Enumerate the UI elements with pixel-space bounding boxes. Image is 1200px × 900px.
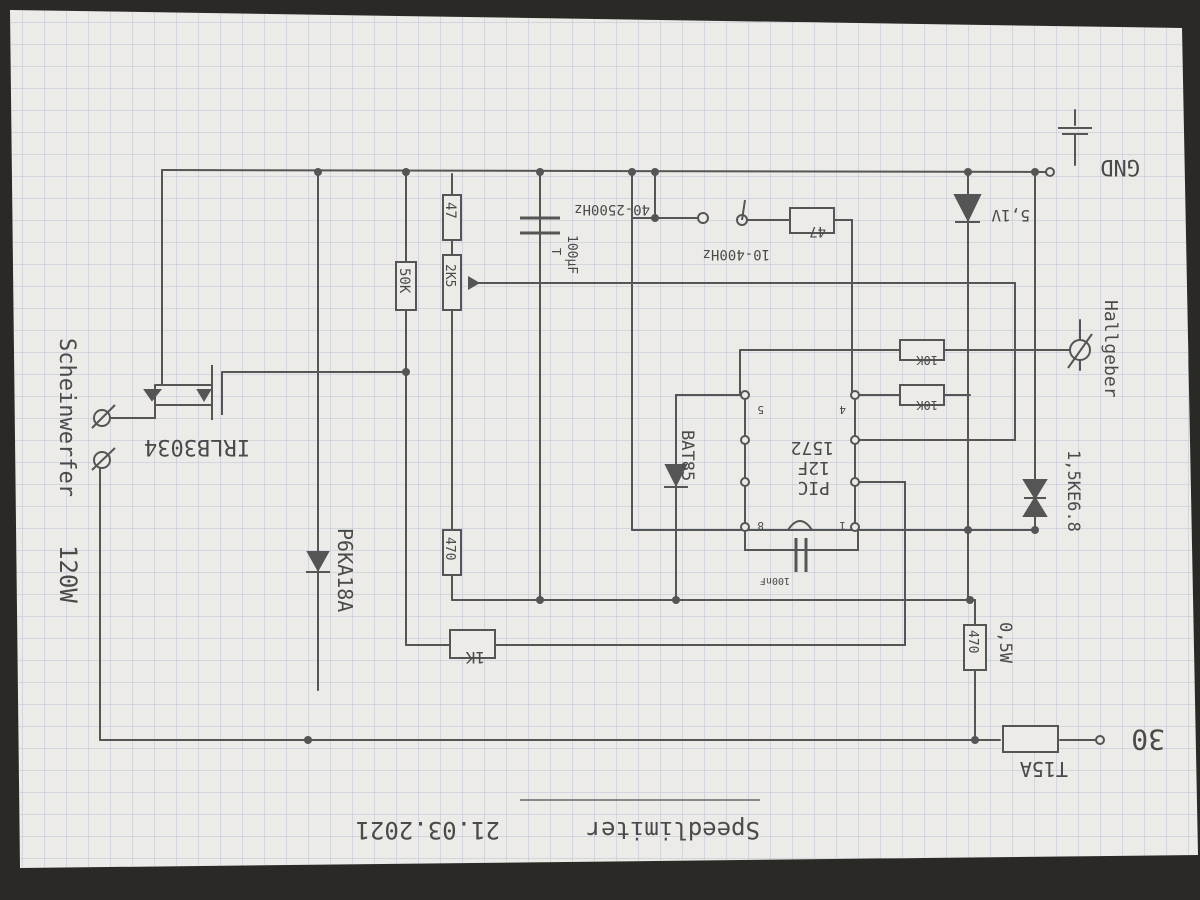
label-zener: 5,1V [991, 206, 1030, 225]
resistor-10ka-body [899, 339, 945, 361]
label-r10kb: 10K [916, 398, 938, 412]
resistor-470a-body [442, 529, 462, 576]
label-freq-low: 10-400Hz [703, 246, 770, 262]
fuse-body [1002, 725, 1059, 753]
pot-wiper-arrow [468, 276, 480, 290]
label-power: 120W [54, 545, 82, 603]
pic-pins [740, 390, 860, 532]
grid-paper [10, 10, 1198, 868]
label-r47b: 47 [809, 223, 826, 239]
label-hallgeber: Hallgeber [1100, 300, 1121, 398]
label-r10ka: 10K [916, 353, 938, 367]
label-tvs-left: P6KA18A [333, 528, 357, 612]
label-r47a: 47 [442, 202, 458, 219]
label-r2k5: 2K5 [442, 264, 457, 287]
label-cap-small: 100nF [760, 575, 790, 586]
label-power-resistor: 0,5W [995, 622, 1015, 664]
capacitor-100nf [794, 538, 808, 572]
label-pin4: 4 [839, 403, 846, 416]
label-r1k: 1K [465, 648, 485, 667]
label-diode: BAT85 [677, 430, 697, 481]
pic-notch [787, 520, 813, 531]
tvs-left [306, 551, 330, 573]
resistor-50k-body [395, 261, 417, 311]
label-mosfet: IRLB3034 [144, 434, 250, 459]
title: Speedlimiter [587, 816, 760, 844]
label-r50k: 50K [396, 268, 412, 294]
zener-5v1 [953, 194, 982, 223]
junction-dots [304, 168, 1039, 744]
resistor-bodies [395, 194, 1059, 753]
resistor-2k5-body [442, 254, 462, 311]
label-pic-line3: 1572 [791, 437, 834, 458]
label-pin1: 1 [839, 519, 846, 532]
diode-bat85 [664, 464, 688, 488]
label-plus30: 30 [1131, 723, 1165, 756]
label-pic-line1: PIC [797, 477, 830, 498]
resistor-47b-body [789, 207, 835, 234]
label-freq-high: 40-2500Hz [574, 201, 650, 217]
label-r470a: 470 [442, 537, 457, 560]
label-r470b: 470 [965, 630, 980, 653]
label-pin5: 5 [757, 403, 764, 416]
label-scheinwerfer: Scheinwerfer [54, 338, 79, 497]
label-cap-big-sub: T [549, 248, 563, 255]
resistor-470b-body [963, 624, 987, 671]
plus30-terminal [1095, 735, 1105, 745]
hallgeber-strike [1067, 333, 1093, 369]
switch-lever [741, 199, 746, 221]
headlight-strikes [91, 404, 116, 471]
resistor-47-body [442, 194, 462, 241]
label-cap-big: 100µF [564, 235, 579, 274]
label-gnd: GND [1100, 154, 1140, 179]
resistor-10kb-body [899, 384, 945, 406]
date: 21.03.2021 [356, 816, 501, 844]
capacitor-100uf [520, 216, 560, 235]
tvs-right [1022, 479, 1048, 517]
resistor-1k-body [449, 629, 496, 659]
mosfet-symbol [143, 365, 223, 420]
label-pin8: 8 [757, 519, 764, 532]
gnd-terminal [1045, 167, 1055, 177]
ground-symbol [1058, 127, 1092, 135]
label-fuse: T15A [1020, 757, 1068, 781]
label-pic-line2: 12F [797, 457, 830, 478]
label-tvs-right: 1,5KE6.8 [1063, 450, 1083, 532]
